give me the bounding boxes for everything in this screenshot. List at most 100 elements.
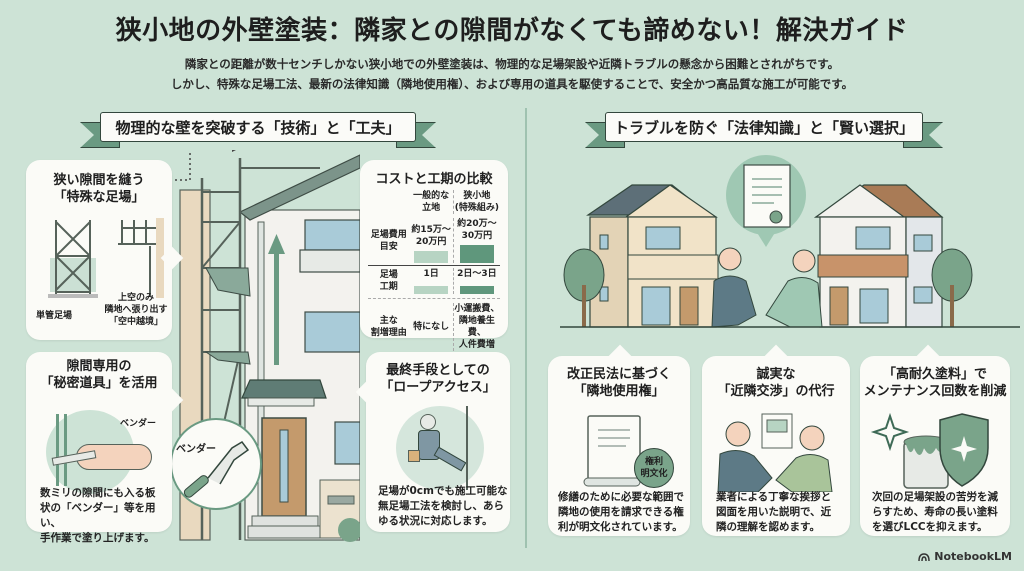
tool-body-line-1: 数ミリの隙間にも入る板 bbox=[40, 487, 156, 499]
col-header-narrow: 狭小地 (特殊組み) bbox=[452, 190, 500, 214]
cost-row-reason: 主な 割増理由 特になし 小運搬費、 隣地養生費、 人件費増 bbox=[368, 303, 500, 351]
row-separator bbox=[368, 265, 500, 266]
law-body-line-2: 隣地の使用を請求できる権 bbox=[558, 506, 684, 518]
reason-normal: 特になし bbox=[413, 322, 450, 332]
law-body-line-3: 利が明文化されています。 bbox=[558, 521, 683, 533]
paint-body-line-1: 次回の足場架設の苦労を減 bbox=[872, 491, 998, 503]
pliers-icon bbox=[183, 441, 250, 498]
duration-normal-bar bbox=[414, 286, 449, 294]
stamp-line-2: 明文化 bbox=[640, 469, 668, 479]
cost-table: 一般的な 立地 狭小地 (特殊組み) 足場費用 目安 約15万～ 20万円 約2… bbox=[368, 190, 500, 351]
paint-card-title-2: メンテナンス回数を削減 bbox=[863, 384, 1007, 399]
fee-narrow-bar bbox=[459, 245, 494, 263]
paint-card-title-1: 「高耐久塗料」で bbox=[882, 367, 987, 382]
col-header-normal-1: 一般的な bbox=[413, 191, 450, 201]
durable-paint-card: 「高耐久塗料」で メンテナンス回数を削減 次回の足場架設の苦労を減 らすため、寿… bbox=[860, 356, 1010, 536]
row-label-fee-2: 目安 bbox=[379, 241, 398, 252]
scaffold-card: 狭い隙間を縫う 「特殊な足場」 単管足場 上空のみ 隣地へ張り出す 「空中越境」 bbox=[26, 160, 172, 340]
fee-narrow-1: 約20万～ bbox=[457, 219, 497, 229]
duration-narrow-bar bbox=[459, 286, 494, 294]
neighbors-handshake-illustration bbox=[560, 155, 1020, 328]
tool-card-title-1: 隙間専用の bbox=[66, 359, 132, 374]
page-title: 狭小地の外壁塗装：隣家との隙間がなくても諦めない！解決ガイド bbox=[115, 16, 909, 46]
reason-narrow-2: 隣地養生費、 bbox=[458, 316, 495, 338]
notebooklm-logo-icon bbox=[918, 552, 930, 561]
stamp-line-1: 権利 bbox=[644, 457, 663, 467]
notebooklm-brand: NotebookLM bbox=[918, 550, 1012, 563]
paint-card-body: 次回の足場架設の苦労を減 らすため、寿命の長い塗料 を選びLCCを抑えます。 bbox=[872, 490, 998, 535]
scroll-document-icon bbox=[583, 415, 641, 487]
row-label-fee-1: 足場費用 bbox=[370, 229, 407, 240]
tool-card-title-2: 「秘密道具」を活用 bbox=[40, 376, 158, 391]
right-section-ribbon: トラブルを防ぐ「法律知識」と「賢い選択」 bbox=[585, 112, 943, 148]
row-label-duration-2: 工期 bbox=[379, 282, 398, 292]
fee-normal-1: 約15万～ bbox=[411, 225, 451, 235]
cost-table-header: 一般的な 立地 狭小地 (特殊組み) bbox=[368, 190, 500, 214]
negotiation-body-line-3: 隣の理解を認めます。 bbox=[716, 521, 820, 533]
handshake-with-plan-icon bbox=[717, 413, 833, 492]
rope-card-body: 足場が0cmでも施工可能な 無足場工法を検討し、あら ゆる状況に対応します。 bbox=[378, 484, 507, 529]
duration-narrow: 2日～3日 bbox=[457, 269, 497, 279]
law-card-title-1: 改正民法に基づく bbox=[566, 367, 671, 382]
negotiation-card-title-1: 誠実な bbox=[756, 367, 796, 382]
col-header-normal-2: 立地 bbox=[422, 203, 441, 213]
fee-normal-bar bbox=[414, 251, 449, 263]
fee-narrow-2: 30万円 bbox=[461, 231, 493, 241]
reason-narrow-3: 人件費増 bbox=[458, 340, 495, 350]
paint-body-line-3: を選びLCCを抑えます。 bbox=[872, 521, 988, 533]
rights-codified-stamp: 権利 明文化 bbox=[634, 448, 674, 488]
cost-comparison-card: コストと工期の比較 一般的な 立地 狭小地 (特殊組み) 足場費用 目安 約15… bbox=[360, 160, 508, 351]
row-separator-dashed bbox=[368, 298, 500, 299]
cost-card-title: コストと工期の比較 bbox=[375, 172, 493, 187]
paint-can-shield-icon bbox=[870, 412, 989, 489]
aerial-encroach-label: 上空のみ 隣地へ張り出す 「空中越境」 bbox=[100, 292, 172, 328]
scaffold-card-title-1: 狭い隙間を縫う bbox=[53, 173, 145, 188]
scaffold-card-title-2: 「特殊な足場」 bbox=[53, 190, 145, 205]
rope-card-title-1: 最終手段としての bbox=[386, 363, 490, 378]
subtitle-line-2: しかし、特殊な足場工法、最新の法律知識（隣地使用権）、および専用の道具を駆使する… bbox=[170, 77, 854, 91]
aerial-label-line-3: 「空中越境」 bbox=[108, 317, 163, 327]
section-divider bbox=[525, 108, 527, 548]
negotiation-body-line-2: 図面を用いた説明で、近 bbox=[716, 506, 832, 518]
negotiation-card: 誠実な 「近隣交渉」の代行 業者による丁寧な挨拶と 図面を用いた説明で、近 隣の… bbox=[702, 356, 850, 536]
tool-body-line-3: 手作業で塗り上げます。 bbox=[40, 532, 155, 544]
law-card-body: 修繕のために必要な範囲で 隣地の使用を請求できる権 利が明文化されています。 bbox=[558, 490, 684, 535]
aerial-label-line-1: 上空のみ bbox=[117, 293, 154, 303]
col-header-normal: 一般的な 立地 bbox=[409, 190, 452, 214]
pipe-scaffold-icon bbox=[48, 220, 98, 298]
negotiation-body-line-1: 業者による丁寧な挨拶と bbox=[716, 491, 832, 503]
col-header-narrow-2: (特殊組み) bbox=[454, 203, 500, 213]
left-section-heading: 物理的な壁を突破する「技術」と「工夫」 bbox=[100, 112, 416, 142]
row-label-reason-1: 主な bbox=[379, 316, 398, 326]
rope-body-line-3: ゆる状況に対応します。 bbox=[378, 515, 493, 527]
rope-body-line-1: 足場が0cmでも施工可能な bbox=[378, 485, 508, 497]
rope-card-title-2: 「ロープアクセス」 bbox=[380, 380, 496, 395]
brand-label: NotebookLM bbox=[934, 550, 1012, 563]
bender-callout-label: ベンダー bbox=[176, 444, 216, 455]
aerial-label-line-2: 隣地へ張り出す bbox=[104, 305, 168, 315]
row-label-reason-2: 割増理由 bbox=[370, 328, 407, 338]
left-section-ribbon: 物理的な壁を突破する「技術」と「工夫」 bbox=[80, 112, 436, 148]
row-label-duration-1: 足場 bbox=[379, 270, 398, 280]
rope-access-card: 最終手段としての 「ロープアクセス」 足場が0cmでも施工可能な 無足場工法を検… bbox=[366, 352, 510, 532]
tool-body-line-2: 状の「ベンダー」等を用い、 bbox=[40, 502, 156, 529]
paint-body-line-2: らすため、寿命の長い塗料 bbox=[872, 506, 998, 518]
cost-row-duration: 足場 工期 1日 2日～3日 bbox=[368, 268, 500, 294]
col-header-narrow-1: 狭小地 bbox=[463, 191, 491, 201]
fee-normal-2: 20万円 bbox=[415, 237, 447, 247]
rope-body-line-2: 無足場工法を検討し、あら bbox=[378, 500, 504, 512]
right-section-heading: トラブルを防ぐ「法律知識」と「賢い選択」 bbox=[605, 112, 923, 142]
duration-normal: 1日 bbox=[423, 269, 439, 279]
reason-narrow-1: 小運搬費、 bbox=[454, 304, 500, 314]
tool-card: 隙間専用の 「秘密道具」を活用 ベンダー 数ミリの隙間にも入る板 状の「ベンダー… bbox=[26, 352, 172, 544]
cost-row-fee: 足場費用 目安 約15万～ 20万円 約20万～ 30万円 bbox=[368, 218, 500, 263]
single-pipe-scaffold-label: 単管足場 bbox=[36, 311, 73, 321]
bender-callout: ベンダー bbox=[170, 418, 262, 510]
hand-with-bender-illustration bbox=[46, 410, 152, 494]
bender-label: ベンダー bbox=[120, 419, 157, 429]
subtitle-line-1: 隣家との距離が数十センチしかない狭小地での外壁塗装は、物理的な足場架設や近隣トラ… bbox=[184, 57, 840, 71]
law-card-title-2: 「隣地使用権」 bbox=[573, 384, 665, 399]
rope-worker-illustration bbox=[396, 406, 484, 490]
tool-card-body: 数ミリの隙間にも入る板 状の「ベンダー」等を用い、 手作業で塗り上げます。 bbox=[40, 486, 172, 546]
house-scaffold-illustration bbox=[170, 150, 360, 542]
